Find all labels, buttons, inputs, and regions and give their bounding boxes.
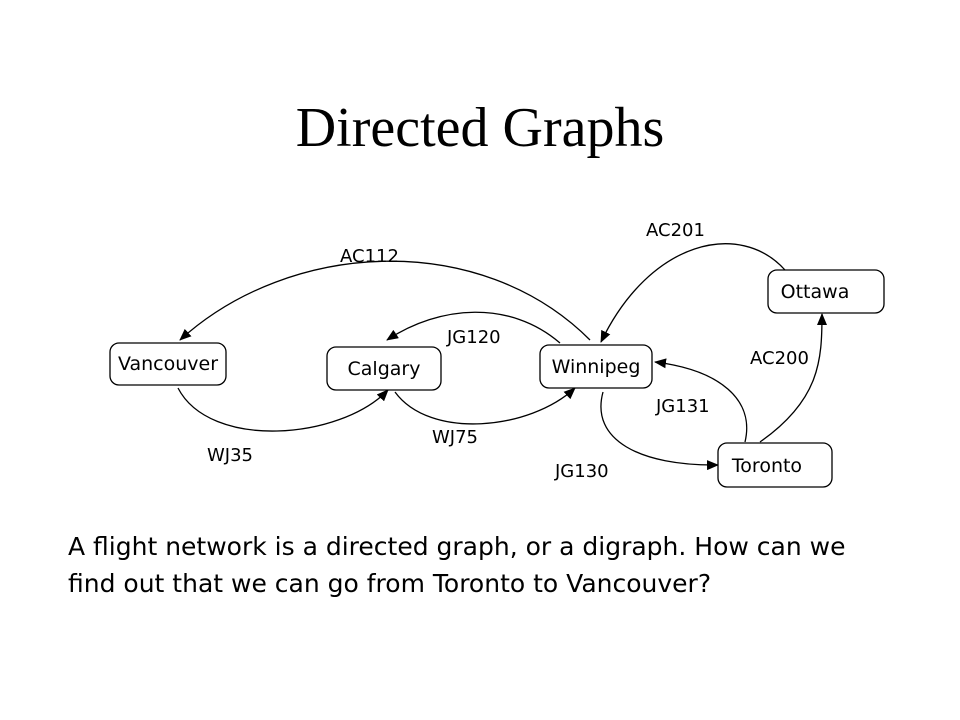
edge-label-ac201: AC201 xyxy=(646,220,705,241)
edge-jg131 xyxy=(654,358,748,443)
node-vancouver: Vancouver xyxy=(109,342,227,386)
node-toronto: Toronto xyxy=(717,442,833,488)
edge-wj75 xyxy=(394,387,576,425)
node-winnipeg: Winnipeg xyxy=(539,344,653,389)
edge-ac201 xyxy=(600,243,786,343)
caption-line-1: A flight network is a directed graph, or… xyxy=(68,532,846,561)
caption-line-2: find out that we can go from Toronto to … xyxy=(68,569,712,598)
edge-label-wj35: WJ35 xyxy=(207,445,253,466)
node-label-vancouver: Vancouver xyxy=(118,353,218,375)
edge-label-jg130: JG130 xyxy=(554,461,609,482)
node-label-toronto: Toronto xyxy=(731,455,802,477)
slide-title: Directed Graphs xyxy=(295,97,665,159)
edge-label-jg131: JG131 xyxy=(655,396,710,417)
node-label-winnipeg: Winnipeg xyxy=(552,356,641,378)
edge-label-ac112: AC112 xyxy=(340,246,399,267)
edge-label-ac200: AC200 xyxy=(750,348,809,369)
edge-label-wj75: WJ75 xyxy=(432,427,478,448)
edge-ac200 xyxy=(759,313,827,443)
node-ottawa: Ottawa xyxy=(767,269,885,314)
edge-jg120 xyxy=(386,311,561,344)
node-label-calgary: Calgary xyxy=(348,358,421,380)
node-calgary: Calgary xyxy=(326,346,442,391)
edge-jg130 xyxy=(600,391,719,471)
slide-caption: A flight network is a directed graph, or… xyxy=(68,528,928,602)
edge-wj35 xyxy=(177,387,389,432)
edge-ac112 xyxy=(179,260,591,341)
edge-label-jg120: JG120 xyxy=(446,327,501,348)
node-label-ottawa: Ottawa xyxy=(781,281,850,303)
